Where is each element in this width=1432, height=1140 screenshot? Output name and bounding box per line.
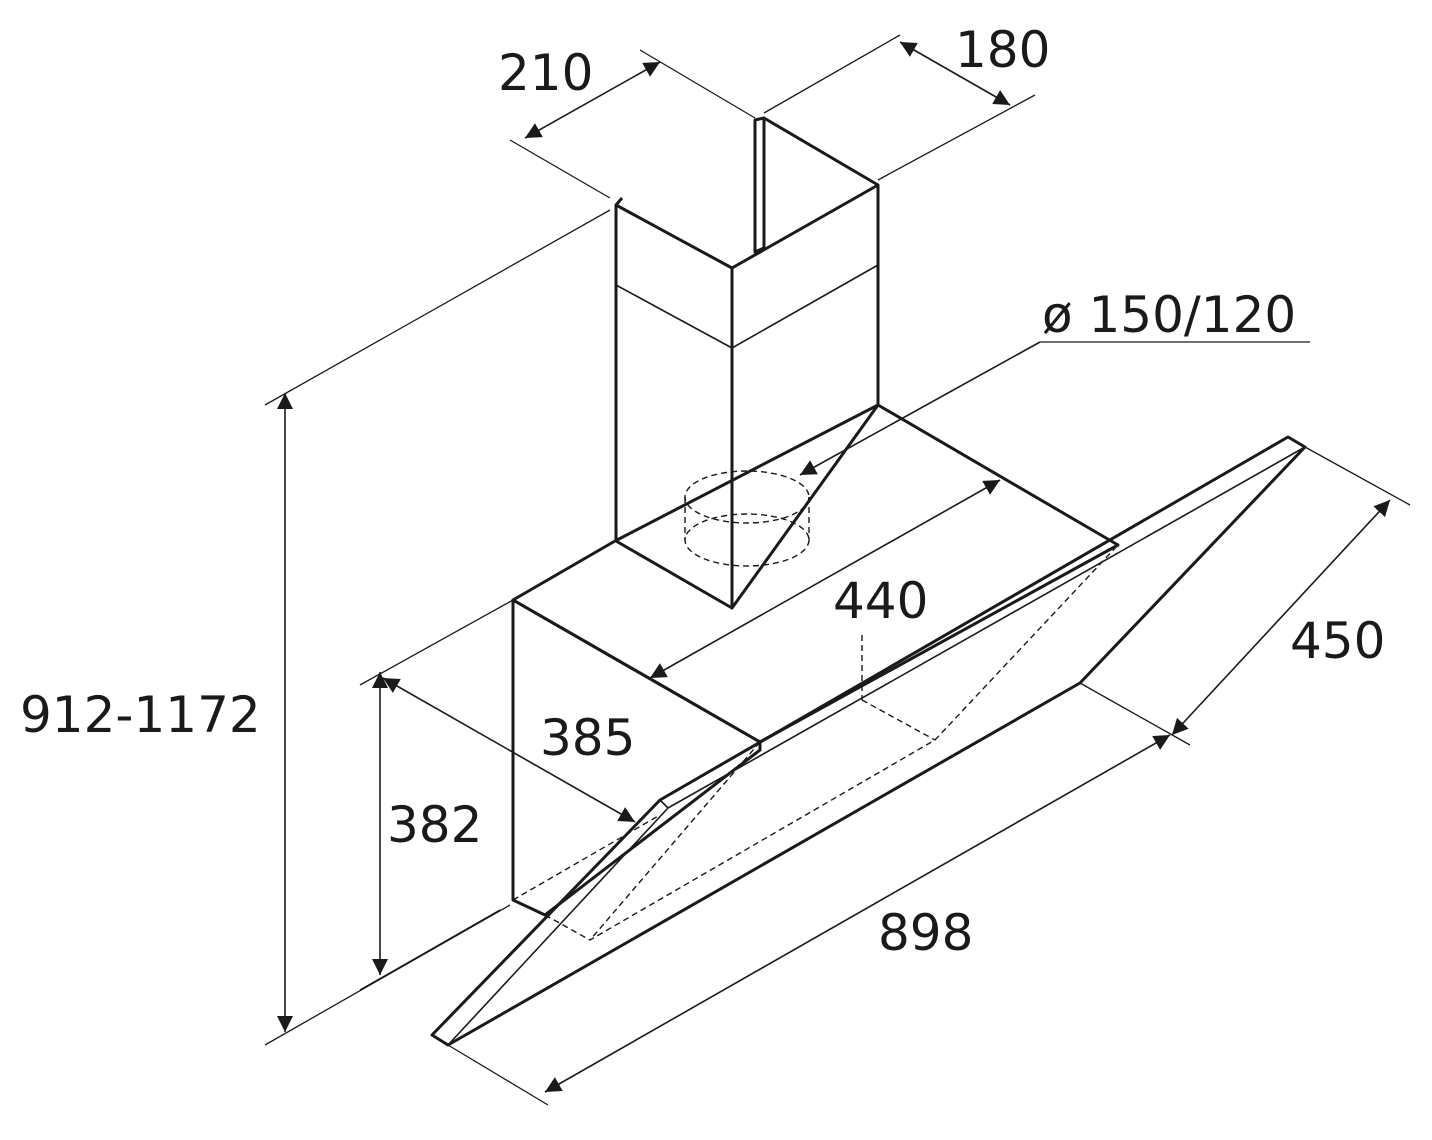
label-total-height: 912-1172 <box>20 686 261 744</box>
label-chimney-depth: 180 <box>955 21 1050 79</box>
body-top-face <box>511 403 1120 744</box>
dimension-lines <box>277 41 1391 1093</box>
hood-body <box>511 403 1120 917</box>
chimney-back-flange <box>753 116 766 254</box>
label-duct-diameter: ø 150/120 <box>1042 286 1296 344</box>
label-body-width: 440 <box>833 572 928 630</box>
label-body-height: 382 <box>387 796 482 854</box>
dim-line-body-width <box>649 479 1001 679</box>
dim-line-chimney-width <box>524 61 661 139</box>
extension-lines <box>264 34 1411 1106</box>
dim-line-glass-depth <box>1171 499 1391 736</box>
dimension-labels: 210 180 ø 150/120 440 385 382 450 898 91… <box>20 21 1385 962</box>
duct-outlet <box>684 470 810 524</box>
label-total-width: 898 <box>878 904 973 962</box>
chimney-front-face <box>614 203 734 610</box>
label-glass-depth: 450 <box>1290 612 1385 670</box>
chimney <box>614 116 880 610</box>
dim-line-total-width <box>544 734 1171 1093</box>
dim-line-duct-leader <box>799 341 1041 476</box>
label-chimney-width: 210 <box>498 44 593 102</box>
label-body-depth: 385 <box>540 709 635 767</box>
dim-line-chimney-depth <box>899 41 1011 106</box>
